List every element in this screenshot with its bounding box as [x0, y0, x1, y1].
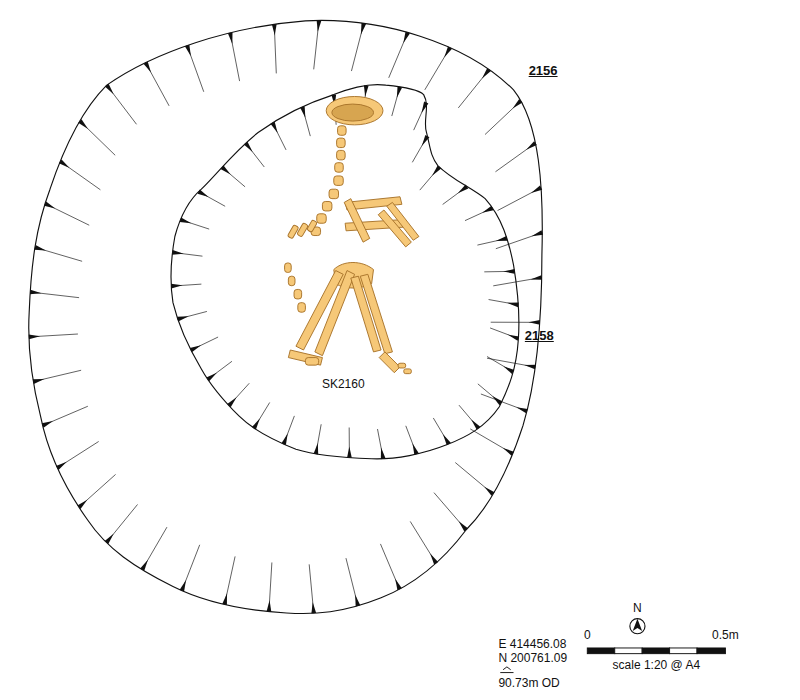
north-label: N	[633, 602, 642, 615]
hachure-line	[146, 63, 170, 106]
level-symbol	[500, 667, 513, 673]
hachure-line	[495, 143, 535, 172]
hachure-line	[477, 238, 507, 245]
hachures	[29, 20, 543, 613]
hachure-line	[107, 85, 137, 124]
hachure-line	[57, 441, 98, 467]
hachure-line	[458, 70, 489, 108]
hachure-line	[246, 143, 265, 167]
hachure-line	[309, 564, 314, 613]
hachure-line	[229, 383, 249, 405]
hachure-line	[351, 23, 363, 71]
hachure-line	[455, 463, 493, 495]
hachure-line	[414, 103, 427, 131]
hachure-line	[225, 556, 236, 604]
hachure-line	[222, 167, 245, 187]
hachure-line	[392, 87, 400, 116]
hachure-line	[106, 504, 137, 542]
hachure-line	[230, 33, 239, 81]
scale-value: 0.5m	[712, 629, 739, 642]
hachure-line	[493, 277, 541, 285]
hachure-line	[274, 24, 276, 73]
hachure-line	[199, 192, 225, 207]
hachure-line	[79, 474, 116, 507]
scale-value: 0	[584, 629, 591, 642]
hachure-line	[443, 187, 467, 205]
hachure-line	[191, 337, 218, 350]
hachure-line	[180, 220, 209, 229]
hachure-line	[314, 20, 319, 69]
skeleton	[285, 96, 419, 373]
hachure-line	[484, 271, 514, 273]
hachure-line	[346, 558, 358, 606]
hachure-line	[470, 429, 512, 454]
hachure-line	[30, 292, 79, 298]
hachure-line	[434, 493, 466, 530]
cut-number: 2158	[525, 329, 554, 343]
hachure-line	[485, 101, 521, 135]
hachure-line	[389, 32, 408, 77]
hachure-line	[433, 418, 448, 444]
hachure-line	[425, 48, 450, 90]
hachure-line	[487, 357, 513, 372]
hachure-line	[273, 123, 286, 150]
hachure-line	[491, 322, 540, 323]
hachure-line	[412, 136, 427, 162]
hachure-line	[489, 300, 519, 305]
hachure-line	[490, 328, 518, 339]
hachure-line	[377, 429, 383, 459]
hachure-line	[33, 370, 81, 381]
hachure-line	[478, 384, 501, 404]
hachure-line	[496, 233, 542, 249]
hachure-line	[172, 252, 202, 256]
hachure-line	[171, 284, 201, 286]
hachure-line	[187, 46, 204, 92]
hachure-line	[406, 426, 417, 454]
hachure-line	[498, 188, 542, 211]
scale-bar	[587, 648, 725, 654]
hachure-line	[35, 247, 82, 261]
coordinate: N 200761.09	[498, 652, 567, 665]
hachure-line	[302, 107, 310, 136]
hachure-line	[380, 544, 399, 589]
hachure-line	[182, 545, 200, 591]
hachure-line	[29, 334, 78, 337]
hachure-line	[178, 311, 207, 319]
coordinate: E 414456.08	[498, 638, 566, 651]
cut-outline	[171, 85, 519, 459]
skeleton-number: SK2160	[322, 378, 365, 391]
hachure-line	[269, 562, 272, 611]
hachure-line	[284, 416, 295, 444]
hachure-line	[45, 204, 89, 226]
north-arrow	[630, 619, 645, 634]
hachure-line	[208, 361, 232, 379]
hachure-line	[43, 406, 88, 425]
hachure-line	[487, 358, 535, 367]
hachure-line	[420, 167, 440, 190]
cut-number: 2156	[529, 64, 558, 78]
hachure-line	[465, 208, 493, 221]
hachure-line	[349, 427, 350, 457]
hachure-line	[60, 161, 100, 189]
hachure-line	[410, 521, 436, 563]
hachure-line	[316, 424, 321, 454]
level-value: 90.73m OD	[498, 677, 559, 690]
hachure-line	[142, 527, 167, 570]
cut-outline	[29, 20, 543, 613]
hachure-line	[254, 402, 270, 428]
hachure-line	[459, 405, 479, 428]
scale-note: scale 1:20 @ A4	[613, 659, 701, 672]
hachure-line	[80, 121, 115, 155]
